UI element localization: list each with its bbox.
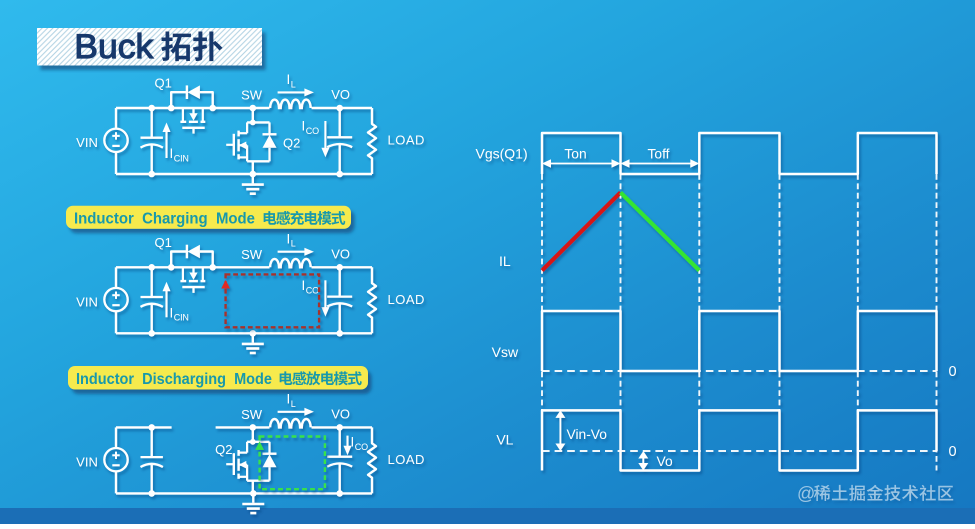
svg-text:VO: VO (331, 246, 350, 261)
svg-text:I: I (351, 435, 355, 450)
svg-text:Vsw: Vsw (492, 344, 519, 360)
svg-text:VIN: VIN (76, 294, 98, 309)
svg-text:Buck: Buck (74, 28, 154, 66)
svg-text:Q1: Q1 (155, 76, 172, 91)
svg-text:Vgs(Q1): Vgs(Q1) (476, 146, 528, 162)
svg-text:Q1: Q1 (155, 235, 172, 250)
svg-text:VIN: VIN (76, 454, 98, 469)
svg-text:0: 0 (948, 364, 956, 380)
svg-text:LOAD: LOAD (388, 133, 425, 148)
svg-text:Toff: Toff (648, 146, 670, 161)
svg-text:CIN: CIN (174, 153, 189, 163)
svg-text:Q2: Q2 (283, 136, 300, 151)
svg-text:@: @ (797, 484, 815, 504)
svg-text:VL: VL (496, 431, 513, 447)
svg-text:SW: SW (241, 247, 263, 262)
svg-text:L: L (291, 79, 296, 89)
svg-text:I: I (287, 231, 291, 246)
svg-text:VIN: VIN (76, 135, 98, 150)
svg-text:Inductor Charging Mode: Inductor Charging Mode (74, 211, 255, 228)
svg-text:Q2: Q2 (215, 442, 232, 457)
svg-text:L: L (291, 239, 296, 249)
svg-text:SW: SW (241, 407, 263, 422)
svg-text:I: I (302, 119, 306, 134)
svg-text:I: I (170, 305, 174, 320)
svg-text:Vin-Vo: Vin-Vo (567, 427, 608, 442)
svg-text:I: I (287, 72, 291, 87)
svg-text:CO: CO (355, 442, 368, 452)
svg-text:VO: VO (331, 87, 350, 102)
svg-text:LOAD: LOAD (388, 452, 425, 467)
svg-text:IL: IL (499, 253, 511, 269)
svg-text:Ton: Ton (564, 146, 586, 161)
svg-text:I: I (287, 391, 291, 406)
svg-text:0: 0 (948, 444, 956, 460)
svg-text:Inductor Discharging Mode: Inductor Discharging Mode (76, 371, 272, 388)
svg-text:I: I (170, 146, 174, 161)
svg-text:Vo: Vo (657, 454, 673, 469)
svg-text:CIN: CIN (174, 313, 189, 323)
svg-text:SW: SW (241, 88, 263, 103)
svg-text:L: L (291, 399, 296, 409)
svg-text:I: I (302, 278, 306, 293)
svg-text:CO: CO (306, 285, 319, 295)
svg-text:CO: CO (306, 126, 319, 136)
svg-text:VO: VO (331, 406, 350, 421)
svg-text:LOAD: LOAD (388, 292, 425, 307)
